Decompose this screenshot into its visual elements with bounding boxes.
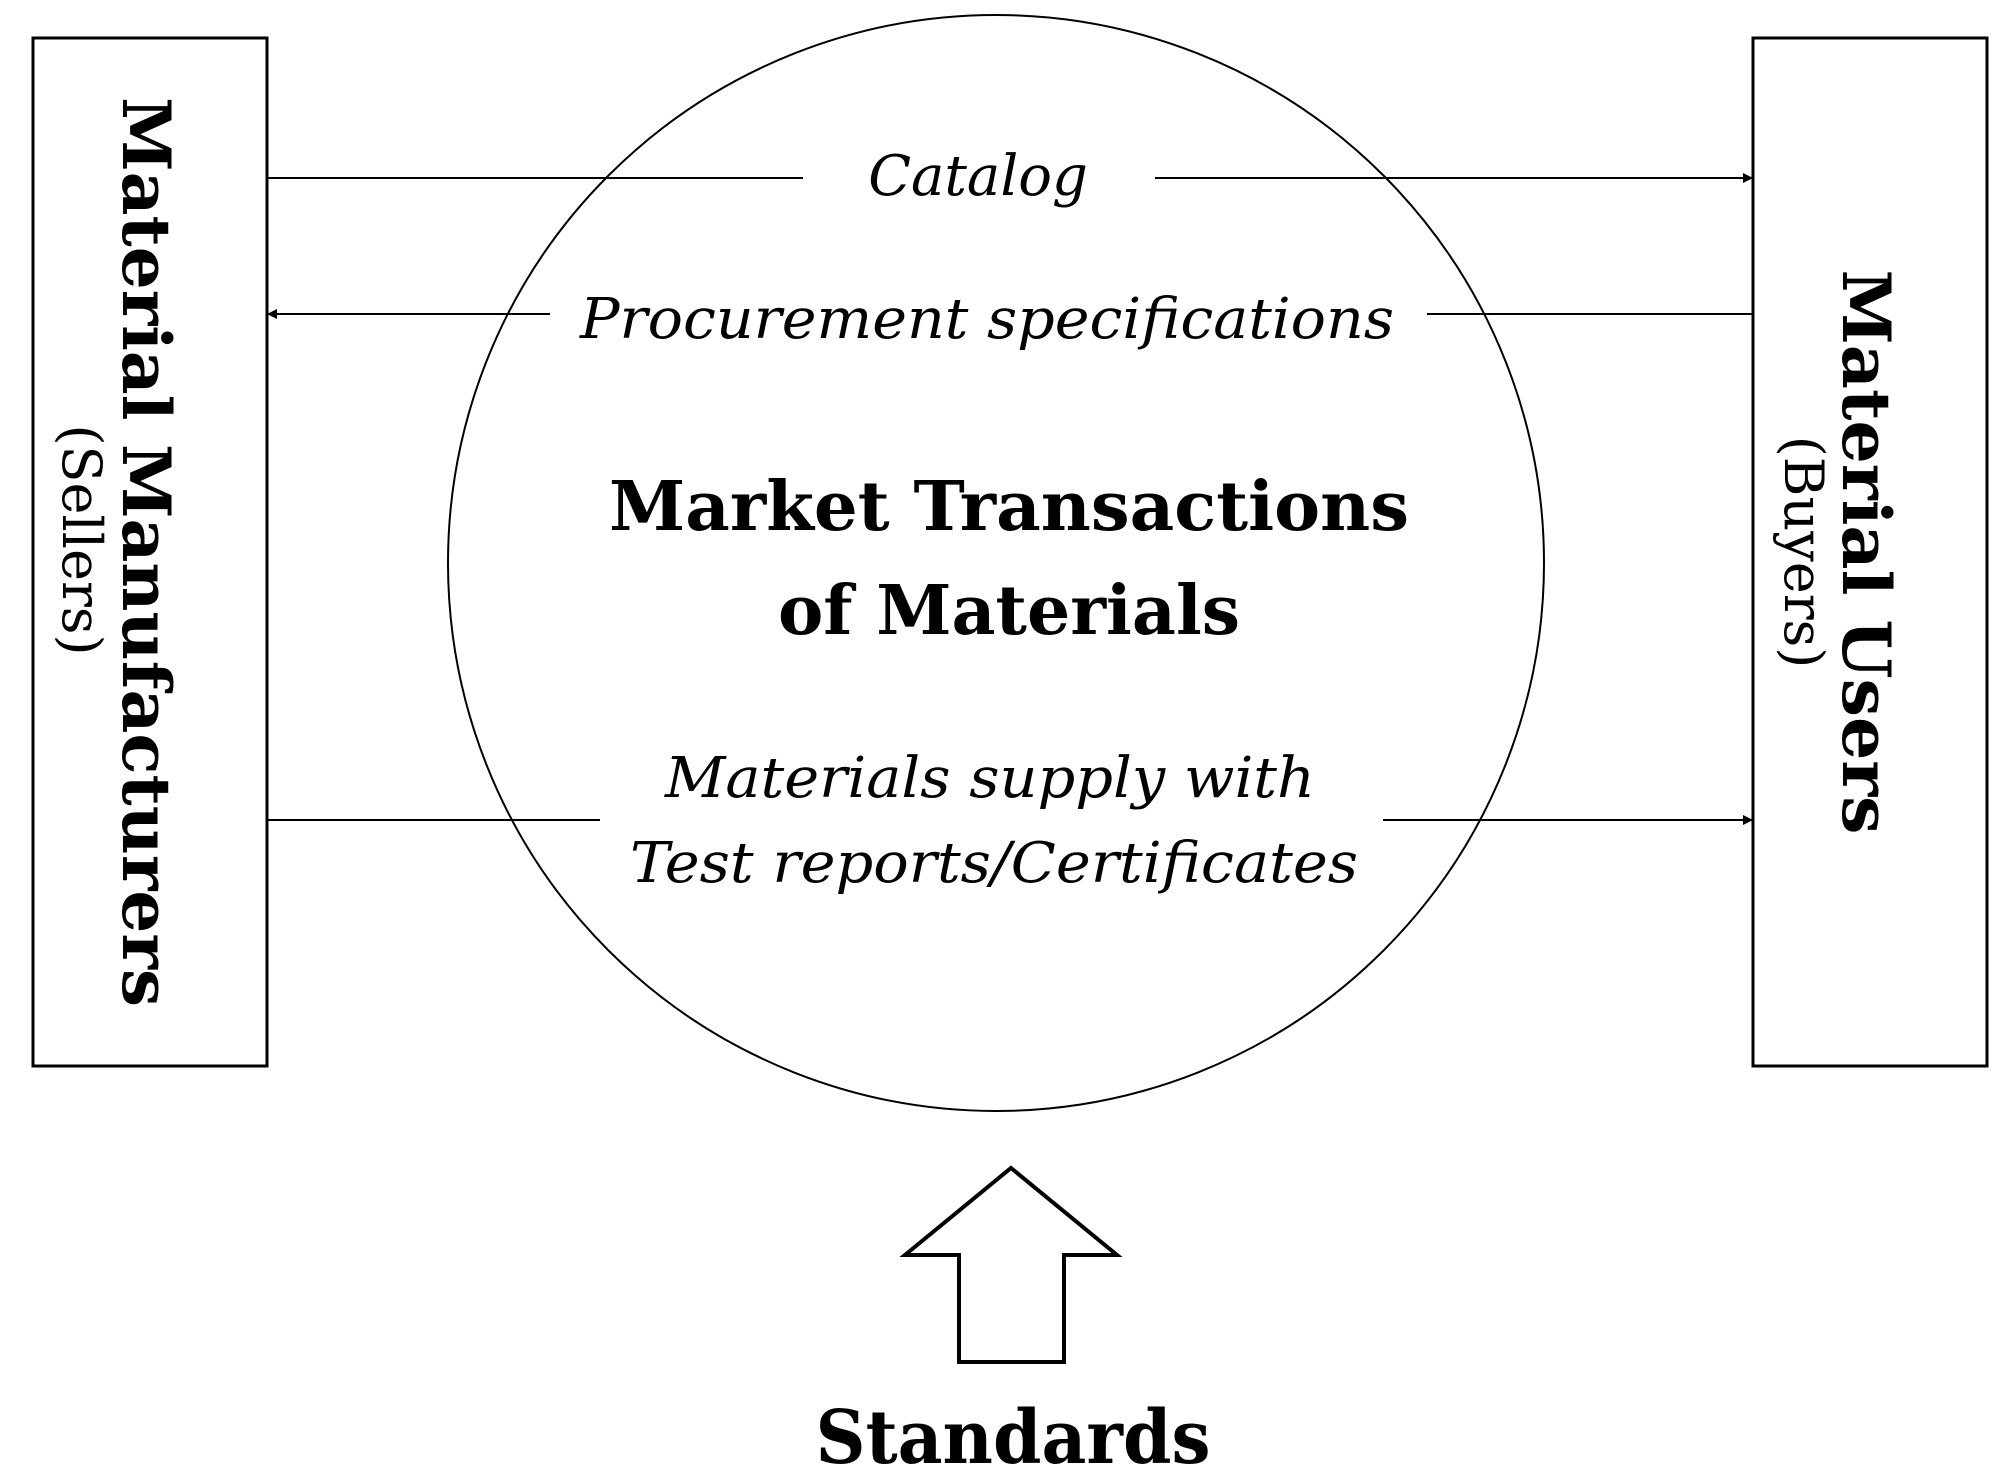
standards-label: Standards — [816, 1395, 1211, 1479]
center-title-line1: Market Transactions — [609, 467, 1409, 547]
manufacturers-title: Material Manufacturers — [107, 97, 185, 1007]
standards-up-arrow — [899, 1165, 1123, 1364]
users-title: Material Users — [1827, 270, 1905, 835]
center-title-line2: of Materials — [778, 571, 1240, 651]
manufacturers-box — [31, 36, 269, 1068]
procurement-label: Procurement specifications — [579, 287, 1394, 352]
users-box — [1751, 36, 1989, 1068]
catalog-label: Catalog — [868, 144, 1088, 209]
market-circle — [447, 14, 1545, 1112]
supply-label-line1: Materials supply with — [664, 746, 1315, 811]
users-subtitle: (Buyers) — [1772, 436, 1835, 669]
supply-label-line2: Test reports/Certificates — [630, 831, 1358, 896]
manufacturers-subtitle: (Sellers) — [50, 424, 113, 655]
